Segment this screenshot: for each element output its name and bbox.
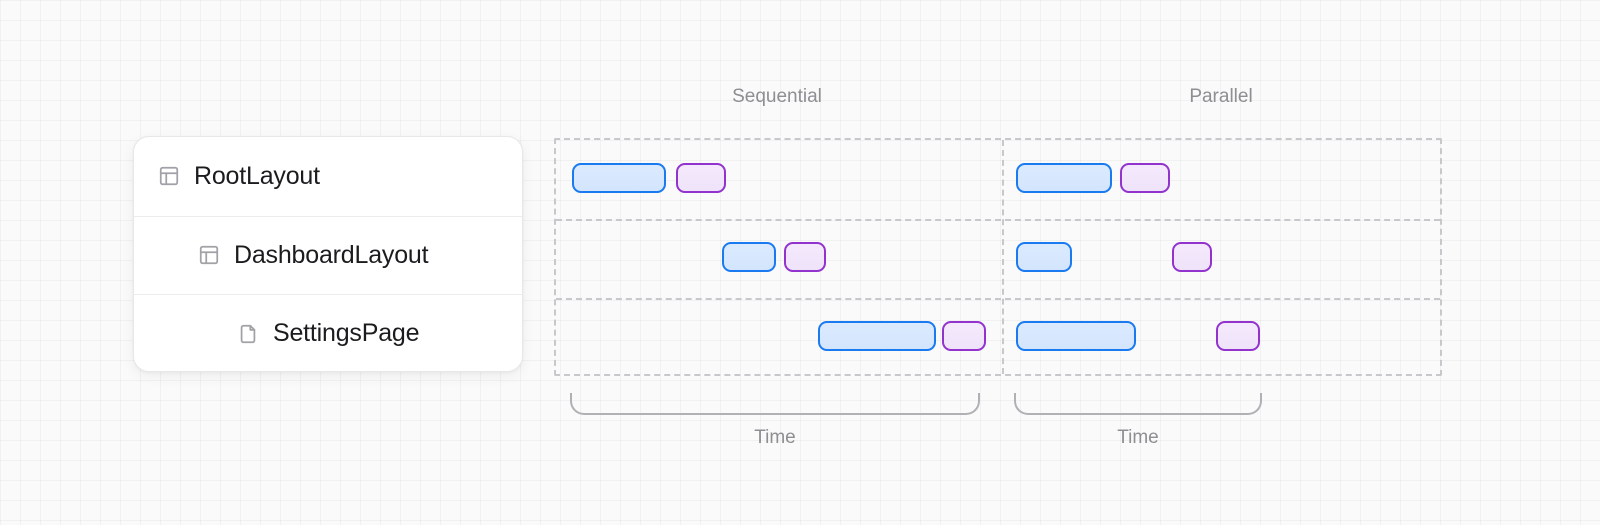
timeline-bar-sequential-purple[interactable] [784, 241, 826, 272]
timeline-row-divider [556, 219, 1440, 221]
timeline-row [554, 138, 1442, 217]
time-label-sequential: Time [754, 427, 796, 448]
time-label-parallel: Time [1117, 427, 1159, 448]
time-bracket-parallel [1014, 393, 1262, 415]
timeline-row [554, 217, 1442, 296]
timeline-bar-parallel-purple[interactable] [1216, 320, 1260, 351]
timeline-diagram: Sequential Parallel [554, 86, 1442, 376]
stack-row-label: SettingsPage [273, 319, 420, 348]
stack-row-settings-page[interactable]: SettingsPage [134, 294, 522, 371]
timeline-bar-parallel-blue[interactable] [1016, 320, 1136, 351]
layout-stack-card: RootLayout DashboardLayout SettingsPage [133, 136, 523, 372]
timeline-column-divider [1002, 140, 1004, 374]
time-bracket-sequential [570, 393, 980, 415]
stack-row-label: RootLayout [194, 161, 320, 190]
timeline-row [554, 296, 1442, 375]
timeline-bar-sequential-blue[interactable] [818, 320, 936, 351]
layout-panel-icon [158, 165, 180, 187]
timeline-bar-parallel-blue[interactable] [1016, 241, 1072, 272]
timeline-bar-sequential-blue[interactable] [572, 162, 666, 193]
timeline-column-title-parallel: Parallel [1189, 86, 1253, 107]
timeline-grid [554, 138, 1442, 376]
timeline-row-divider [556, 298, 1440, 300]
timeline-bar-sequential-purple[interactable] [942, 320, 986, 351]
timeline-bar-parallel-blue[interactable] [1016, 162, 1112, 193]
stack-row-dashboard-layout[interactable]: DashboardLayout [134, 215, 522, 295]
timeline-bar-parallel-purple[interactable] [1120, 162, 1170, 193]
stack-row-root-layout[interactable]: RootLayout [134, 137, 522, 216]
timeline-bar-sequential-purple[interactable] [676, 162, 726, 193]
timeline-bar-parallel-purple[interactable] [1172, 241, 1212, 272]
layout-panel-icon [198, 244, 220, 266]
file-icon [237, 323, 259, 345]
timeline-bar-sequential-blue[interactable] [722, 241, 776, 272]
timeline-column-title-sequential: Sequential [732, 86, 822, 107]
stack-row-label: DashboardLayout [234, 240, 429, 269]
